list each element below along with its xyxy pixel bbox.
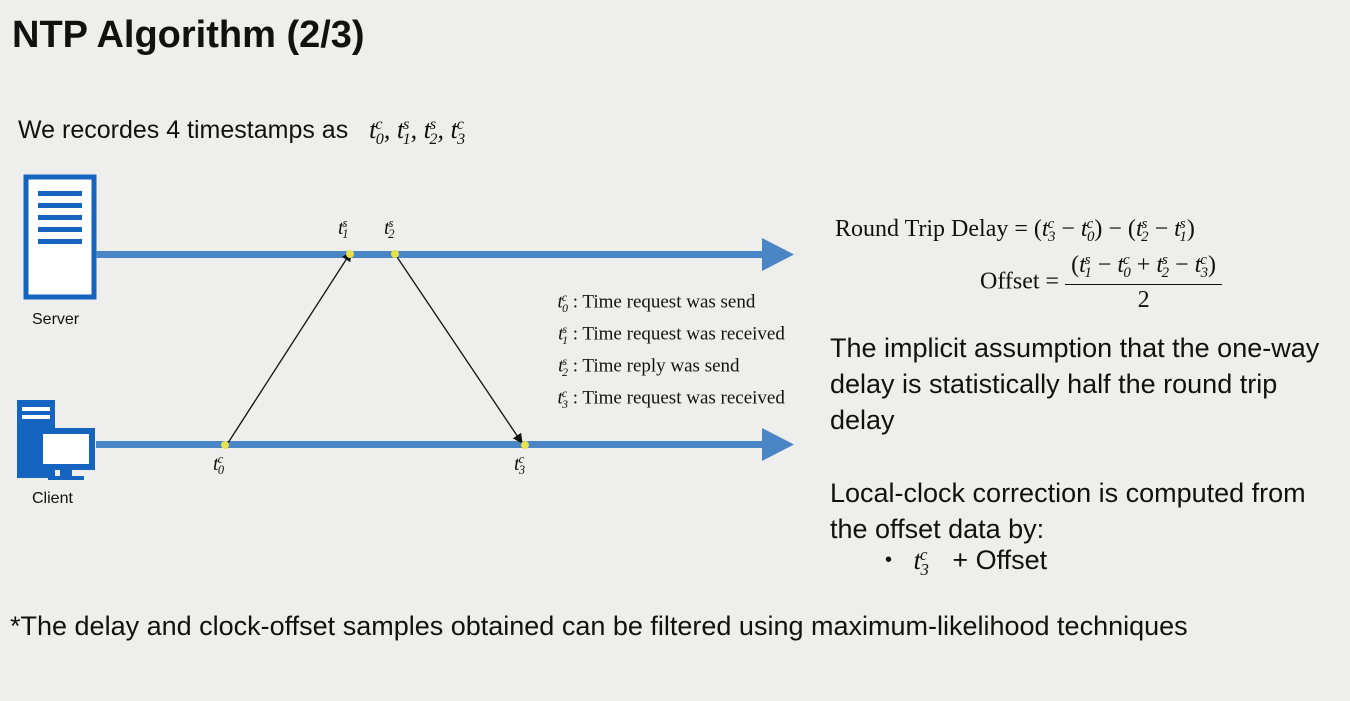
server-label: Server [32,311,80,328]
correction-bullet: • tc3 + Offset [885,545,1048,580]
client-label: Client [32,490,73,507]
timestamp-label-t1: ts1 [338,216,349,242]
intro-line: We recordes 4 timestamps as tc0, ts1, ts… [18,115,465,149]
round-trip-delay-formula: Round Trip Delay = (tc3 − tc0) − (ts2 − … [835,216,1195,246]
timestamp-label-t0: tc0 [213,452,225,478]
reply-arrow [394,253,523,444]
slide-title: NTP Algorithm (2/3) [12,14,365,56]
legend-item: tc0 : Time request was send [557,291,756,315]
server-icon [23,174,97,300]
event-dot-t0 [221,441,229,449]
server-timeline [96,238,794,271]
legend-item: ts2 : Time reply was send [558,355,740,379]
offset-formula: Offset = (ts1 − tc0 + ts2 − tc3) 2 [980,252,1223,314]
assumption-text: The implicit assumption that the one-way… [830,333,1320,435]
legend-item: ts1 : Time request was received [558,323,785,347]
event-dot-t1 [346,250,354,258]
correction-text: Local-clock correction is computed from … [830,478,1306,544]
request-arrow [225,251,352,447]
client-computer-icon [17,400,95,480]
timestamp-label-t2: ts2 [384,216,395,242]
legend-item: tc3 : Time request was received [557,387,785,411]
timestamp-label-t3: tc3 [514,452,526,478]
client-timeline [96,428,794,461]
intro-timestamps: tc0, ts1, ts2, tc3 [369,115,466,148]
timestamp-legend: tc0 : Time request was send ts1 : Time r… [538,282,785,411]
event-dot-t2 [391,250,399,258]
event-dot-t3 [521,441,529,449]
footnote: *The delay and clock-offset samples obta… [10,611,1188,641]
intro-text: We recordes 4 timestamps as [18,116,349,144]
